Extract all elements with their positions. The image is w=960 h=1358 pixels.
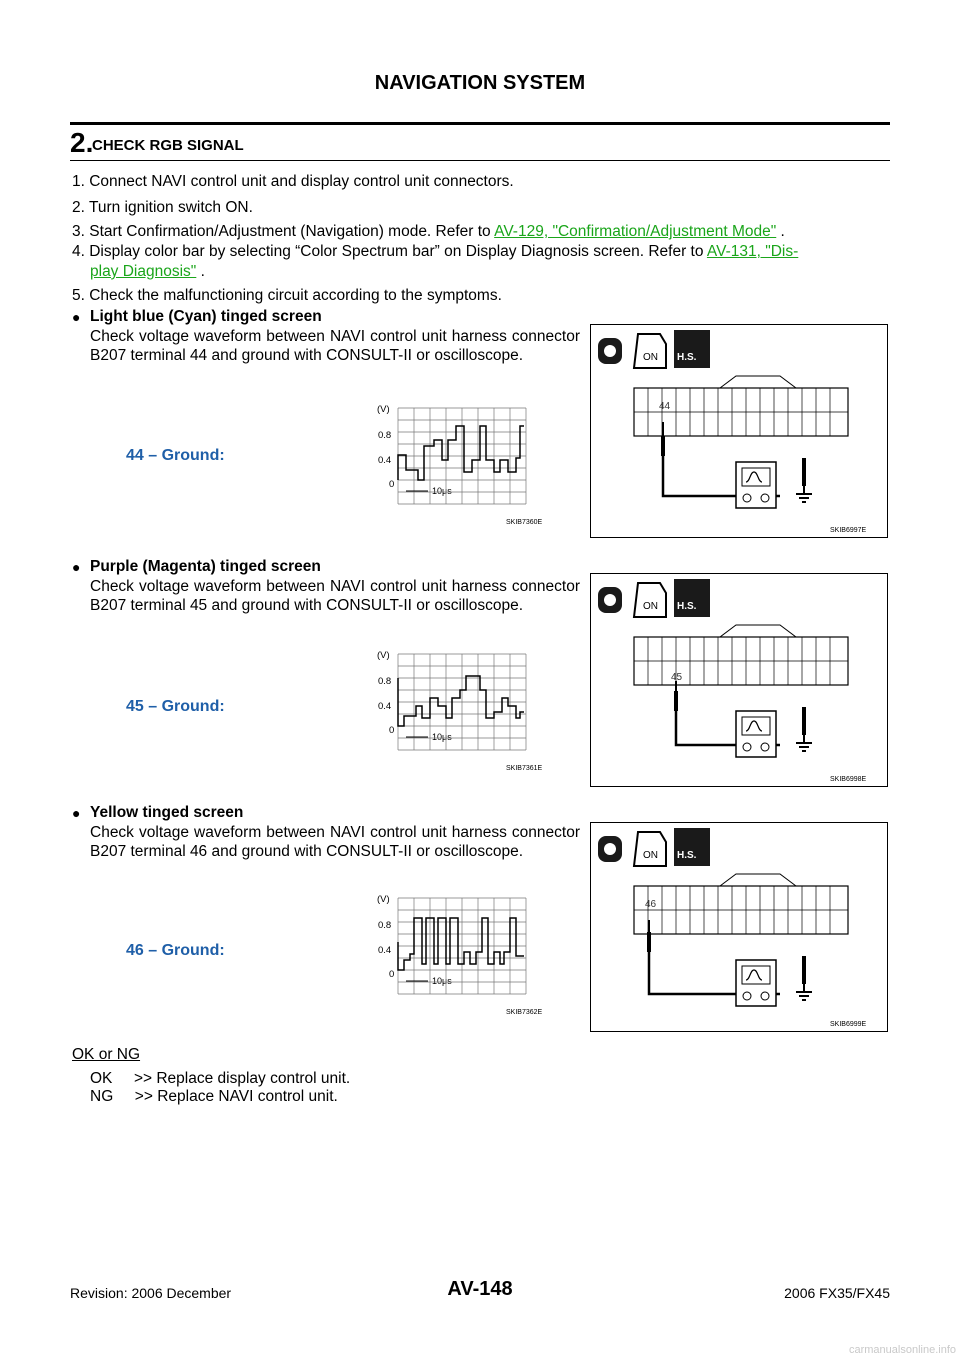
check-body: Check voltage waveform between NAVI cont… (90, 577, 580, 615)
bullet-icon: ● (72, 805, 81, 821)
harness-symbol-label: H.S. (677, 601, 697, 612)
diagram-figure-code: SKIB6998E (830, 776, 867, 783)
consult-ii-icon: ON H.S. (598, 828, 710, 867)
ground-label: 45 – Ground: (126, 698, 225, 715)
diagram-figure-code: SKIB6999E (830, 1021, 867, 1028)
ground-label: 46 – Ground: (126, 942, 225, 959)
check-block-magenta: Purple (Magenta) tinged screen Check vol… (90, 557, 580, 616)
step-1: 1. Connect NAVI control unit and display… (72, 173, 514, 190)
oscilloscope-icon (735, 461, 777, 509)
section-number: 2. (70, 127, 94, 158)
probe-wiring (674, 681, 812, 752)
harness-connector-icon: 45 (633, 624, 849, 686)
step-4: 4. Display color bar by selecting “Color… (72, 242, 892, 262)
bullet-icon: ● (72, 309, 81, 325)
step-2: 2. Turn ignition switch ON. (72, 199, 253, 216)
harness-connector-icon: 46 (633, 873, 849, 935)
result-ok: OK >> Replace display control unit. (90, 1070, 350, 1088)
check-block-yellow: Yellow tinged screen Check voltage wavef… (90, 803, 580, 862)
step-3-end: . (776, 223, 785, 240)
check-title: Yellow tinged screen (90, 804, 244, 821)
check-block-cyan: Light blue (Cyan) tinged screen Check vo… (90, 307, 580, 366)
result-ng-key: NG (90, 1088, 114, 1105)
ground-label: 44 – Ground: (126, 447, 225, 464)
footer-revision: Revision: 2006 December (70, 1285, 232, 1301)
step-3: 3. Start Confirmation/Adjustment (Naviga… (72, 222, 785, 242)
oscilloscope-icon (735, 959, 777, 1007)
step-3-text: 3. Start Confirmation/Adjustment (Naviga… (72, 223, 495, 240)
bullet-icon: ● (72, 559, 81, 575)
check-body: Check voltage waveform between NAVI cont… (90, 327, 580, 365)
oscilloscope-icon (735, 710, 777, 758)
step-4-end: . (196, 263, 205, 280)
terminal-number: 46 (645, 899, 657, 910)
result-ok-key: OK (90, 1070, 113, 1087)
connector-diagram: ON H.S. 44 (590, 324, 888, 538)
scope-time-div: 10μs (432, 486, 452, 496)
harness-symbol-label: H.S. (677, 352, 697, 363)
section-divider (70, 160, 890, 161)
footer-model: 2006 FX35/FX45 (784, 1285, 890, 1301)
waveform-figure: (V) 0.8 0.4 0 10μs SKIB7361E (358, 646, 548, 776)
link-display-diagnosis[interactable]: AV-131, "Dis- (706, 243, 799, 260)
terminal-number: 44 (659, 401, 671, 412)
consult-ii-icon: ON H.S. (598, 579, 710, 618)
scope-grid (397, 897, 527, 995)
scope-time-div: 10μs (432, 976, 452, 986)
result-ok-text: >> Replace display control unit. (133, 1070, 351, 1087)
waveform-trace (397, 675, 524, 727)
waveform-figure: (V) 0.8 0.4 0 10μs SKIB7362E (358, 890, 548, 1020)
scope-tick-zero: 0 (389, 725, 394, 736)
scope-tick-high: 0.8 (378, 676, 391, 687)
check-title: Purple (Magenta) tinged screen (90, 558, 321, 575)
scope-tick-zero: 0 (389, 479, 394, 490)
page-number: AV-148 (447, 1278, 513, 1300)
scope-figure-code: SKIB7360E (506, 519, 543, 526)
scope-figure-code: SKIB7361E (506, 765, 543, 772)
connector-diagram: ON H.S. 46 (590, 822, 888, 1032)
step-5: 5. Check the malfunctioning circuit acco… (72, 287, 502, 304)
link-display-diagnosis-cont[interactable]: play Diagnosis" (90, 263, 197, 280)
watermark: carmanualsonline.info (848, 1344, 956, 1356)
scope-time-div: 10μs (432, 732, 452, 742)
result-ng: NG >> Replace NAVI control unit. (90, 1088, 338, 1106)
section-title: CHECK RGB SIGNAL (92, 137, 244, 154)
check-title: Light blue (Cyan) tinged screen (90, 308, 322, 325)
step-4-text: 4. Display color bar by selecting “Color… (72, 243, 707, 260)
ignition-on-label: ON (643, 601, 658, 612)
ignition-on-label: ON (643, 352, 658, 363)
scope-tick-high: 0.8 (378, 430, 391, 441)
page-title: NAVIGATION SYSTEM (374, 72, 586, 94)
scope-figure-code: SKIB7362E (506, 1009, 543, 1016)
ignition-on-label: ON (643, 850, 658, 861)
result-ng-text: >> Replace NAVI control unit. (134, 1088, 338, 1105)
waveform-trace (397, 425, 524, 481)
terminal-number: 45 (671, 672, 683, 683)
scope-unit-label: (V) (377, 404, 390, 415)
scope-tick-zero: 0 (389, 969, 394, 980)
diagram-figure-code: SKIB6997E (830, 527, 867, 534)
scope-tick-high: 0.8 (378, 920, 391, 931)
scope-tick-mid: 0.4 (378, 701, 391, 712)
scope-tick-mid: 0.4 (378, 455, 391, 466)
scope-unit-label: (V) (377, 894, 390, 905)
connector-diagram: ON H.S. 45 (590, 573, 888, 787)
result-heading: OK or NG (72, 1046, 141, 1063)
header-divider (70, 122, 890, 125)
check-body: Check voltage waveform between NAVI cont… (90, 823, 580, 861)
link-confirmation-adjustment-mode[interactable]: AV-129, "Confirmation/Adjustment Mode" (494, 223, 777, 240)
scope-grid (397, 653, 527, 751)
waveform-figure: (V) 0.8 0.4 0 10μs SKIB7360E (358, 400, 548, 530)
scope-tick-mid: 0.4 (378, 945, 391, 956)
step-4-cont: play Diagnosis" . (90, 262, 205, 282)
scope-grid (397, 407, 527, 505)
consult-ii-icon: ON H.S. (598, 330, 710, 369)
harness-connector-icon: 44 (633, 375, 849, 437)
waveform-trace (397, 917, 524, 971)
harness-symbol-label: H.S. (677, 850, 697, 861)
scope-unit-label: (V) (377, 650, 390, 661)
